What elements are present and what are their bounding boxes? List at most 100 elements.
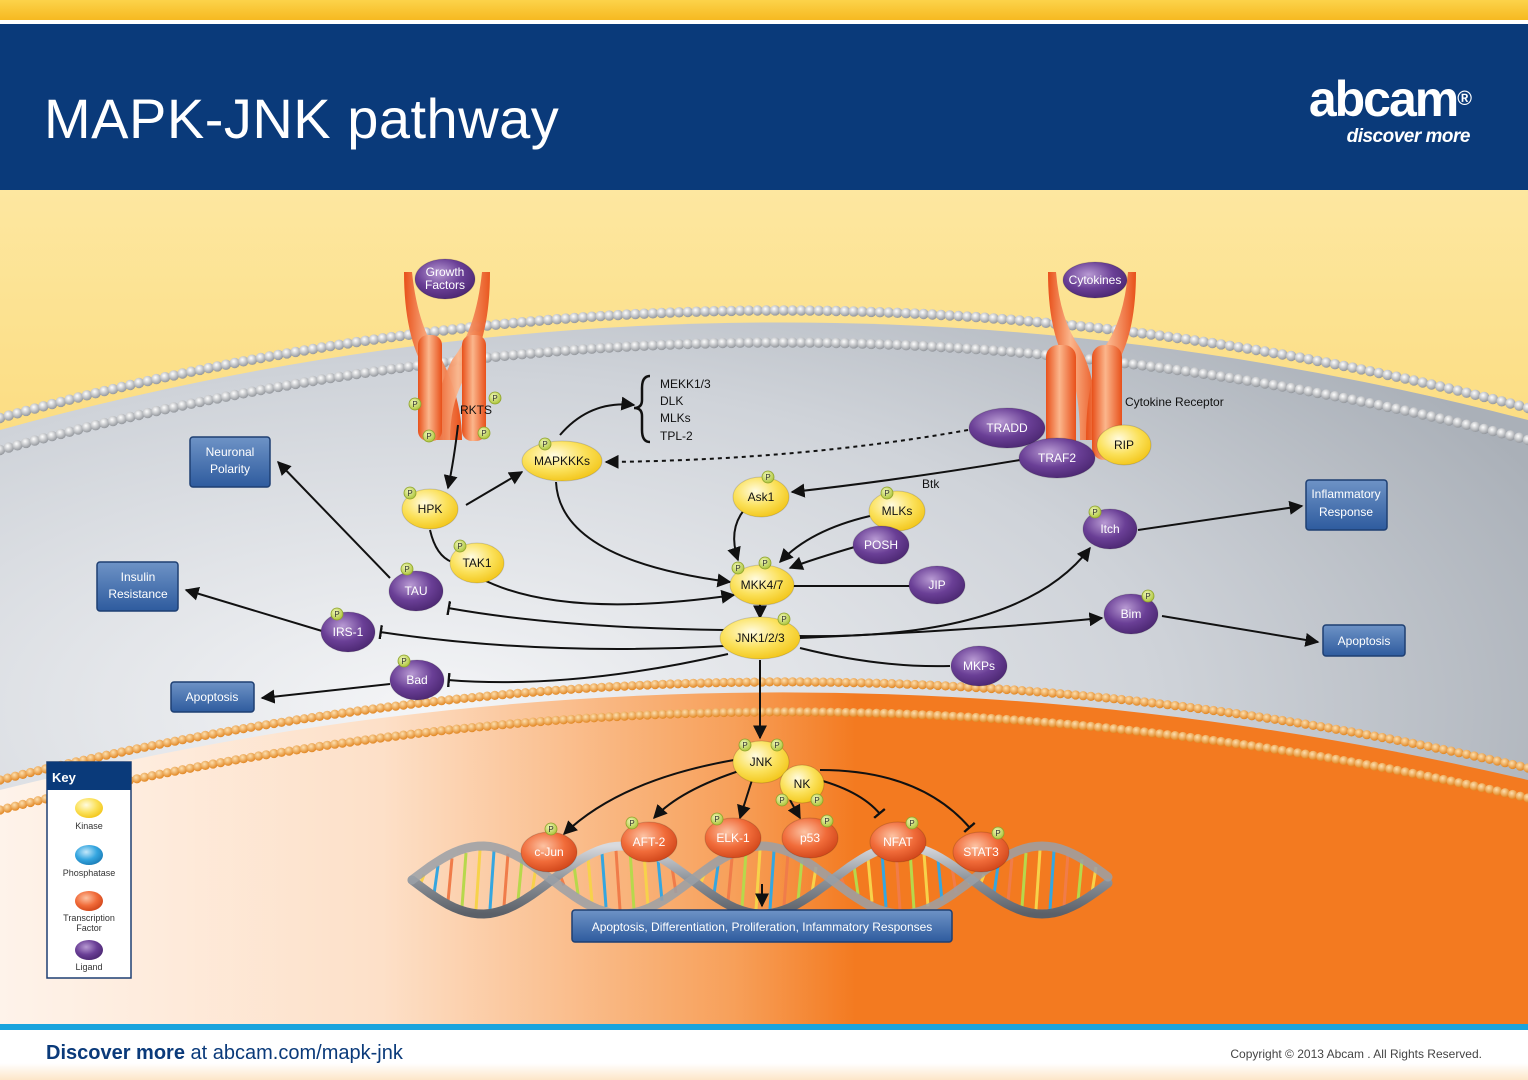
- membrane-bead: [1147, 728, 1157, 738]
- membrane-bead: [1461, 387, 1472, 398]
- membrane-bead: [386, 331, 397, 343]
- dna-base-pair: [922, 853, 930, 907]
- membrane-bead: [1139, 697, 1150, 707]
- membrane-bead: [151, 373, 162, 385]
- abcam-logo[interactable]: abcam® discover more: [1309, 74, 1472, 148]
- dna-base-pair: [1034, 850, 1042, 910]
- membrane-bead: [147, 771, 157, 781]
- membrane-bead: [1009, 685, 1019, 695]
- membrane-bead: [839, 338, 851, 349]
- dna-base-pair: [992, 865, 1000, 895]
- footer-discover-link[interactable]: Discover more at abcam.com/mapk-jnk: [46, 1042, 403, 1064]
- membrane-bead: [1400, 737, 1410, 747]
- membrane-bead: [1172, 332, 1183, 344]
- membrane-bead: [1423, 741, 1433, 752]
- node-shape: [1018, 437, 1096, 479]
- membrane-bead: [394, 330, 406, 342]
- membrane-bead: [831, 337, 842, 349]
- membrane-bead: [368, 704, 378, 714]
- membrane-bead: [292, 715, 302, 725]
- membrane-bead: [849, 678, 859, 688]
- membrane-bead: [673, 679, 683, 689]
- membrane-bead: [997, 345, 1008, 357]
- membrane-bead: [818, 677, 828, 687]
- membrane-bead: [1093, 722, 1104, 732]
- membrane-bead: [1198, 336, 1209, 347]
- membrane-bead: [307, 375, 319, 387]
- membrane-bead: [1063, 689, 1073, 699]
- node-label: MKK4/7: [741, 578, 784, 592]
- membrane-bead: [1356, 364, 1367, 375]
- membrane-bead: [778, 337, 789, 348]
- membrane-bead: [970, 343, 982, 355]
- copyright-notice: Copyright © 2013 Abcam . All Rights Rese…: [1230, 1047, 1482, 1061]
- membrane-bead: [1207, 369, 1218, 381]
- node-label: JNK1/2/3: [735, 631, 785, 645]
- node-label: IRS-1: [333, 625, 364, 639]
- dna-base-pair: [488, 850, 496, 910]
- membrane-bead: [761, 337, 772, 348]
- node-rip: RIP: [1096, 424, 1152, 466]
- membrane-bead: [1485, 784, 1495, 794]
- membrane-bead: [1239, 740, 1249, 750]
- membrane-bead: [290, 346, 301, 358]
- membrane-bead: [665, 339, 676, 350]
- membrane-bead: [316, 374, 327, 385]
- membrane-bead: [963, 712, 974, 722]
- membrane-bead: [560, 313, 571, 324]
- membrane-bead: [543, 314, 554, 326]
- membrane-bead: [971, 712, 981, 723]
- membrane-bead: [595, 310, 606, 322]
- membrane-bead: [1505, 430, 1516, 441]
- svg-text:Apoptosis: Apoptosis: [186, 690, 239, 704]
- membrane-bead: [796, 305, 807, 316]
- membrane-bead: [927, 309, 938, 320]
- membrane-bead: [208, 759, 218, 769]
- membrane-bead: [1239, 710, 1249, 720]
- dna-base-pair: [866, 858, 874, 902]
- membrane-bead: [185, 733, 195, 743]
- membrane-bead: [398, 700, 408, 710]
- membrane-bead: [455, 323, 467, 334]
- dna-base-pair: [1048, 850, 1056, 910]
- membrane-bead: [569, 344, 580, 356]
- membrane-bead: [856, 708, 867, 718]
- membrane-bead: [1285, 747, 1295, 757]
- membrane-bead: [948, 681, 958, 691]
- membrane-bead: [749, 707, 760, 717]
- membrane-bead: [292, 745, 302, 755]
- node-label: RKTS: [460, 403, 492, 417]
- membrane-bead: [1369, 761, 1380, 771]
- membrane-bead: [281, 348, 293, 359]
- membrane-bead: [803, 707, 813, 717]
- membrane-bead: [558, 715, 569, 725]
- membrane-bead: [139, 772, 150, 782]
- phospho-marker: P: [625, 816, 639, 830]
- membrane-bead: [3, 773, 13, 783]
- membrane-bead: [795, 707, 805, 717]
- dna-base-pair: [586, 858, 594, 902]
- dna-base-pair: [600, 852, 608, 908]
- phospho-label: P: [492, 394, 497, 403]
- membrane-bead: [1116, 724, 1127, 735]
- membrane-bead: [333, 371, 345, 382]
- membrane-bead: [711, 678, 721, 688]
- legend-ligand-label: Ligand: [75, 962, 102, 972]
- membrane-bead: [895, 679, 905, 689]
- membrane-bead: [879, 678, 889, 689]
- membrane-bead: [342, 338, 353, 349]
- phospho-marker: P: [810, 793, 824, 807]
- membrane-bead: [658, 679, 668, 689]
- membrane-bead: [994, 714, 1004, 724]
- membrane-bead: [223, 726, 233, 736]
- membrane-bead: [151, 405, 162, 417]
- membrane-bead: [940, 681, 951, 691]
- node-shape: [908, 565, 966, 605]
- membrane-bead: [696, 678, 706, 688]
- membrane-bead: [377, 365, 388, 376]
- membrane-bead: [1331, 754, 1341, 764]
- pathway-edges: [184, 396, 1320, 908]
- membrane-bead: [900, 308, 912, 319]
- growth-factor-receptor: [404, 272, 490, 441]
